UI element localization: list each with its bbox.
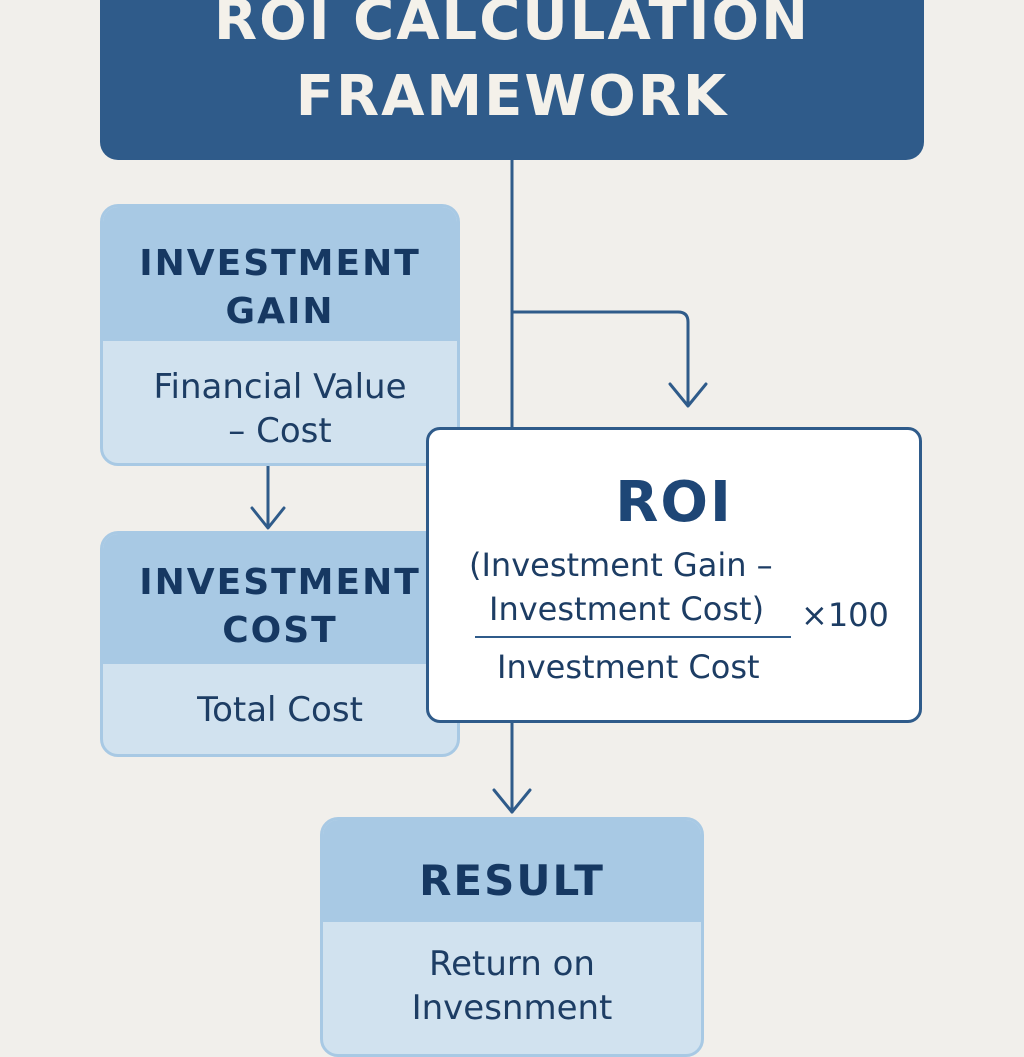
investment-cost-text: Total Cost <box>197 690 363 730</box>
roi-formula-box: ROI (Investment Gain – Investment Cost) … <box>426 427 922 723</box>
arrowhead-to-roi <box>668 382 708 408</box>
investment-cost-heading-line-2: COST <box>222 610 338 651</box>
investment-gain-text-line-2: – Cost <box>228 411 332 451</box>
roi-multiplier: ×100 <box>801 596 889 634</box>
investment-cost-card: INVESTMENT COST Total Cost <box>100 531 460 757</box>
investment-cost-header: INVESTMENT COST <box>103 534 457 664</box>
investment-gain-heading-line-1: INVESTMENT <box>139 243 421 284</box>
result-text-line-2: Invesnment <box>411 988 613 1028</box>
result-card: RESULT Return on Invesnment <box>320 817 704 1057</box>
investment-cost-heading-line-1: INVESTMENT <box>139 562 421 603</box>
investment-gain-header: INVESTMENT GAIN <box>103 207 457 341</box>
investment-gain-heading-line-2: GAIN <box>225 291 335 332</box>
roi-numerator-line-1: (Investment Gain – <box>469 546 773 584</box>
investment-gain-text-line-1: Financial Value <box>153 367 407 407</box>
arrowhead-gain-to-cost <box>250 506 286 530</box>
roi-heading: ROI <box>615 470 733 535</box>
roi-fraction-bar <box>475 636 791 638</box>
result-header: RESULT <box>323 820 701 922</box>
result-heading: RESULT <box>419 856 605 905</box>
roi-numerator-line-2: Investment Cost) <box>489 590 765 628</box>
arrowhead-roi-to-result <box>492 788 532 814</box>
title-banner: ROI CALCULATION FRAMEWORK <box>100 0 924 160</box>
title-line-2: FRAMEWORK <box>295 64 729 129</box>
roi-denominator: Investment Cost <box>497 648 760 686</box>
connector-to-roi <box>510 310 690 406</box>
result-text-line-1: Return on <box>429 944 595 984</box>
investment-gain-card: INVESTMENT GAIN Financial Value – Cost <box>100 204 460 466</box>
connector-arrows <box>250 158 708 814</box>
title-line-1: ROI CALCULATION <box>214 0 810 53</box>
